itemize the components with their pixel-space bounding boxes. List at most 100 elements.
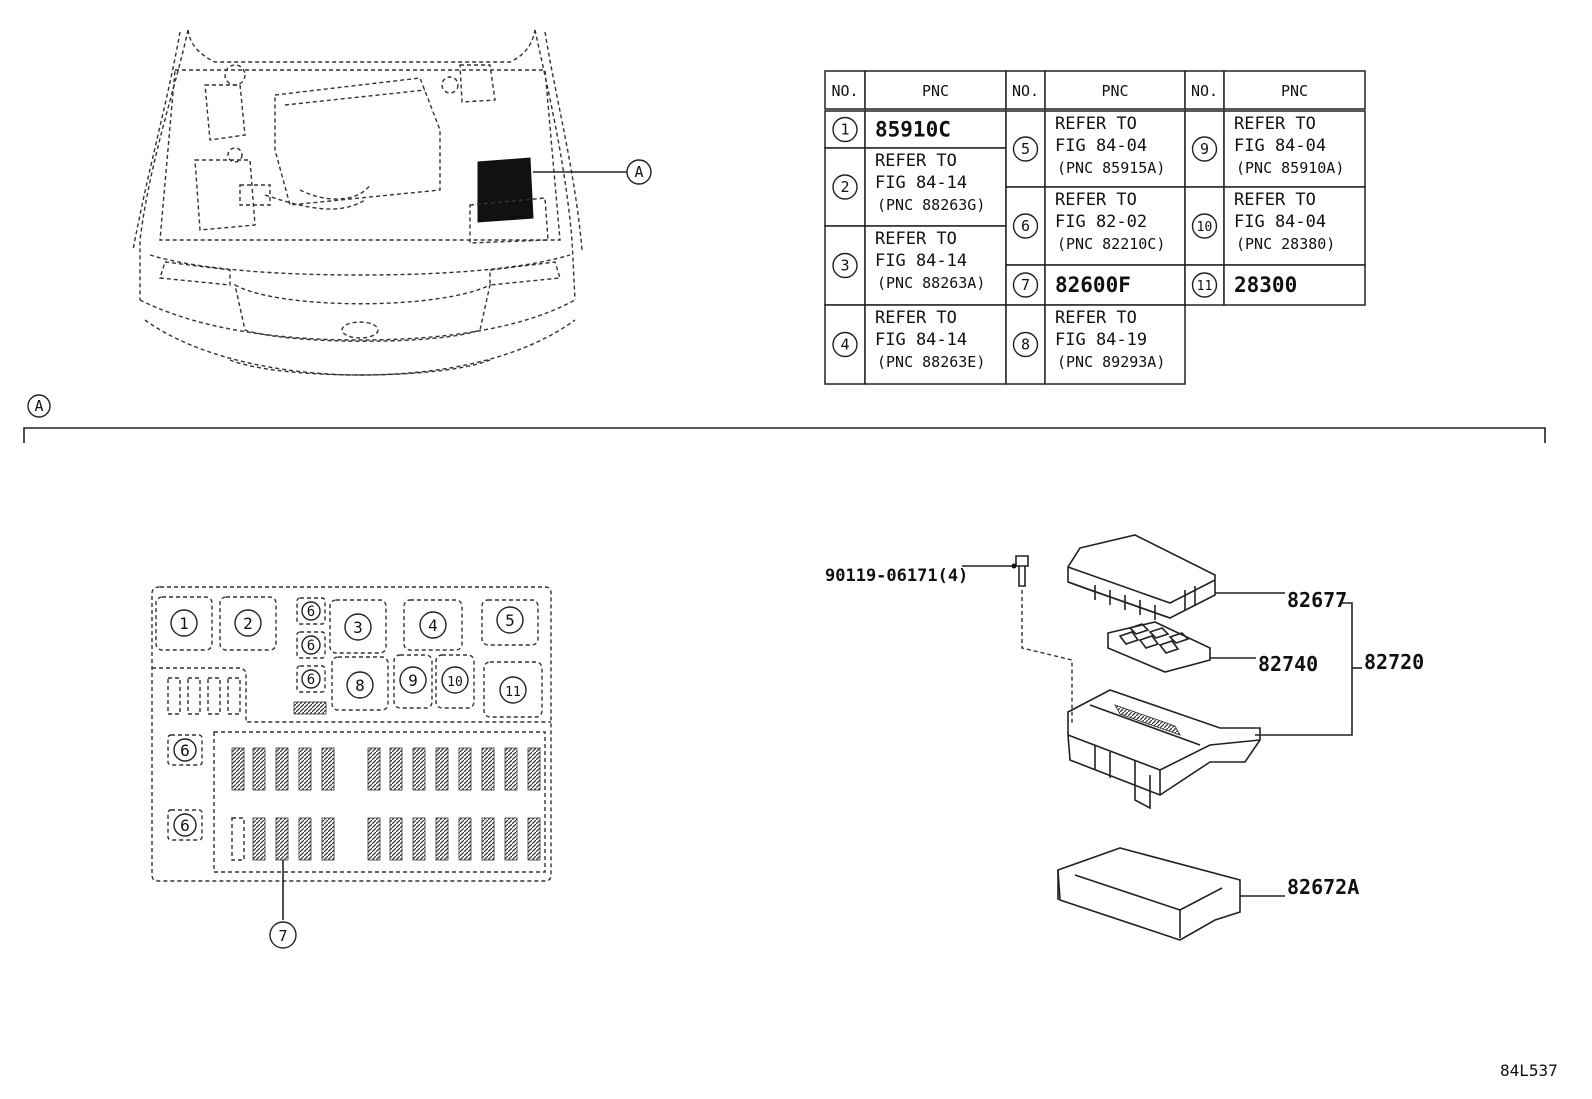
slot-number-label: 4 xyxy=(428,616,438,635)
table-row-pnc-line: FIG 84-04 xyxy=(1055,136,1147,156)
bolt xyxy=(962,555,1073,725)
table-row-no: 7 xyxy=(1021,276,1030,294)
detail-callout-marker xyxy=(27,394,51,418)
table-header-no-cell xyxy=(1005,70,1046,110)
fuse-slot xyxy=(435,817,449,861)
table-no-circle xyxy=(1012,136,1039,162)
table-row-no: 2 xyxy=(840,178,849,196)
table-header-no: NO. xyxy=(831,82,858,100)
fuse-slot xyxy=(458,817,472,861)
table-row-pnc-line: FIG 84-14 xyxy=(875,330,967,350)
table-header-pnc-cell xyxy=(1044,70,1186,110)
table-row-pnc-line: REFER TO xyxy=(875,151,957,171)
fuse-slot xyxy=(252,817,266,861)
table-row-pnc: 28300 xyxy=(1234,273,1297,297)
relay-block xyxy=(1107,621,1256,673)
table-row-pnc-line: (PNC 85915A) xyxy=(1057,159,1165,177)
table-row-pnc-line: REFER TO xyxy=(875,229,957,249)
part-label-assembly: 82720 xyxy=(1364,650,1424,674)
fuse-slot xyxy=(367,817,381,861)
fuse-slot xyxy=(527,747,541,791)
table-row-no: 3 xyxy=(840,257,849,275)
table-row-pnc-line: (PNC 85910A) xyxy=(1236,159,1344,177)
table-pnc-cell xyxy=(864,110,1007,149)
table-header-no-cell xyxy=(824,70,866,110)
detail-section: A xyxy=(23,394,1546,443)
table-header-pnc-cell xyxy=(864,70,1007,110)
slot-number-circle xyxy=(170,609,198,637)
table-row-pnc: 82600F xyxy=(1055,273,1131,297)
engine-bay-illustration: A xyxy=(132,29,652,376)
table-no-circle xyxy=(832,174,858,200)
slot-number-label: 1 xyxy=(179,614,189,633)
table-row-no: 11 xyxy=(1197,279,1213,294)
figure-code: 84L537 xyxy=(1500,1061,1558,1080)
table-row-no: 6 xyxy=(1021,217,1030,235)
table-row-pnc-line: FIG 84-19 xyxy=(1055,330,1147,350)
table-pnc-cell xyxy=(864,304,1007,385)
fuse-box-assembly: 90119-06171(4) 82677 82740 82720 82672A xyxy=(825,534,1424,941)
fuse-slot xyxy=(504,747,518,791)
fuse-slot xyxy=(527,817,541,861)
table-pnc-cell xyxy=(864,147,1007,227)
table-no-circle xyxy=(1191,213,1218,239)
table-no-circle xyxy=(832,252,858,279)
table-row-pnc-line: FIG 84-14 xyxy=(875,173,967,193)
slot-number-label: 5 xyxy=(505,611,515,630)
fuse-slot xyxy=(231,747,245,791)
slot-number-circle xyxy=(419,611,447,639)
table-row-no: 5 xyxy=(1021,140,1030,158)
table-row-pnc-line: REFER TO xyxy=(1055,114,1137,134)
fuse-slot xyxy=(367,747,381,791)
slot-number-circle xyxy=(496,606,524,634)
table-no-circle xyxy=(1191,272,1218,298)
fuse-slot xyxy=(435,747,449,791)
slot-number-label: 11 xyxy=(505,685,521,700)
table-row-pnc-line: (PNC 88263E) xyxy=(877,353,985,371)
table-pnc-cell xyxy=(1044,110,1186,188)
table-row-no: 10 xyxy=(1197,220,1213,235)
fuse-slot xyxy=(412,747,426,791)
slot-number-circle xyxy=(173,738,197,762)
fuse-slot xyxy=(231,817,245,861)
table-no-circle xyxy=(1012,213,1039,239)
table-row-no: 8 xyxy=(1021,336,1030,354)
table-no-circle xyxy=(1012,331,1039,358)
table-pnc-cell xyxy=(1223,110,1366,188)
slot-number-label: 6 xyxy=(180,816,190,835)
fuse-slot xyxy=(321,817,335,861)
table-pnc-cell xyxy=(864,225,1007,306)
part-label-lower-cover: 82672A xyxy=(1287,875,1359,899)
part-label-cover: 82677 xyxy=(1287,588,1347,612)
slot-number-circle xyxy=(344,613,372,641)
part-label-bolt: 90119-06171(4) xyxy=(825,566,968,586)
table-row-pnc: 85910C xyxy=(875,118,951,142)
slot-number-circle xyxy=(499,676,527,704)
table-pnc-cell xyxy=(1223,264,1366,306)
detail-callout-top-label: A xyxy=(634,163,643,181)
part-label-relay-block: 82740 xyxy=(1258,652,1318,676)
table-row-no: 4 xyxy=(840,336,849,354)
table-row-no: 9 xyxy=(1200,140,1209,158)
slot-number-circle xyxy=(346,671,374,699)
slot-number-circle xyxy=(301,669,321,689)
table-no-circle xyxy=(832,331,858,358)
slot-number-label: 6 xyxy=(307,672,315,688)
table-header-pnc: PNC xyxy=(1281,82,1308,100)
slot-number-circle xyxy=(234,609,262,637)
lower-box xyxy=(1067,689,1300,810)
table-row-pnc-line: (PNC 82210C) xyxy=(1057,235,1165,253)
fuse-slot xyxy=(321,747,335,791)
table-row-no: 1 xyxy=(840,121,849,139)
fuse-slot xyxy=(389,817,403,861)
detail-callout-marker-label: A xyxy=(34,397,43,415)
slot-number-label: 6 xyxy=(180,741,190,760)
slot-number-circle xyxy=(441,666,469,694)
table-row-pnc-line: FIG 84-04 xyxy=(1234,136,1326,156)
top-cover xyxy=(1067,534,1285,620)
table-no-circle xyxy=(832,116,858,143)
